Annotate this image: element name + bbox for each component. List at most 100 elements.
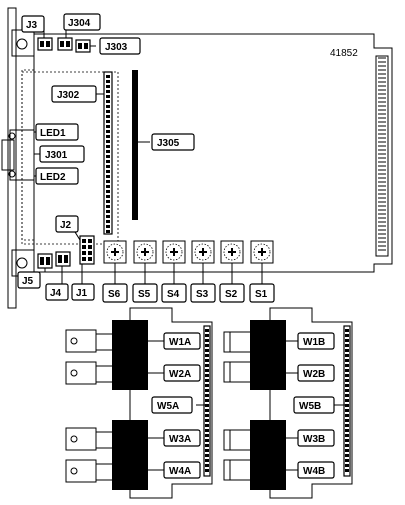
label-led2: LED2 [40,172,66,183]
label-j2: J2 [60,220,72,231]
module-pin [205,374,209,377]
j2-pin [88,257,92,261]
module-pin [205,459,209,462]
j302-pin [106,220,110,223]
switch-dial [194,243,212,261]
callout-j3 [21,15,45,33]
j302-pin [106,110,110,113]
label-w5b: W5B [299,401,321,412]
module-pin [205,434,209,437]
label-w2a: W2A [169,369,191,380]
module-pin [205,429,209,432]
module-pin [345,394,349,397]
module-pin [345,449,349,452]
j302-pin [106,215,110,218]
module-pin [205,424,209,427]
dashed-front-region [21,69,34,241]
module-pin [205,334,209,337]
module-pin [345,379,349,382]
module-pin [345,464,349,467]
j302-pin [106,225,110,228]
j302-pin [106,145,110,148]
label-j1: J1 [76,288,88,299]
transformer-b-lower [250,420,286,490]
j2-pin [88,251,92,255]
mount-hole-top [16,38,28,50]
label-j301: J301 [45,150,68,161]
j302-pin [106,85,110,88]
switch-dial [136,243,154,261]
j302-pin [106,155,110,158]
label-w1b: W1B [303,337,325,348]
j302-pins [106,75,110,233]
j302-pin [106,115,110,118]
label-s1: S1 [255,289,268,300]
module-pin [205,439,209,442]
led1-lamp [8,132,16,140]
module-a-outline [129,307,213,499]
callout-j2 [55,215,79,233]
module-pin [205,344,209,347]
module-pin [205,414,209,417]
board-outline [33,33,393,273]
top-callouts: J3 J304 J303 J302 LED1 J301 LED2 J305 J2… [17,13,195,301]
module-pin [345,439,349,442]
module-pin [345,354,349,357]
callout-j4 [45,283,69,301]
module-pin [205,394,209,397]
switch-dial [253,243,271,261]
callout-j304 [63,13,101,31]
label-w4b: W4B [303,466,325,477]
label-j302: J302 [57,90,80,101]
callout-led2 [35,167,79,185]
label-s2: S2 [225,289,238,300]
dashed-region-box [21,71,119,245]
module-pin [345,334,349,337]
module-pin [205,469,209,472]
label-s6: S6 [108,289,121,300]
switch-arrow [170,248,178,256]
module-pin [205,329,209,332]
module-pin [205,379,209,382]
label-led1: LED1 [40,128,66,139]
label-w2b: W2B [303,369,325,380]
module-pin [345,399,349,402]
module-pin [345,389,349,392]
module-pin [345,349,349,352]
j302-pin [106,105,110,108]
module-pin [345,419,349,422]
label-s5: S5 [138,289,151,300]
label-w5a: W5A [157,401,179,412]
module-pin [345,369,349,372]
module-pin [345,374,349,377]
j302-pin [106,135,110,138]
j301-connector [1,139,15,171]
callout-j1 [71,283,95,301]
j2-pins [82,239,92,261]
j302-pin [106,190,110,193]
module-pin [205,464,209,467]
j2-pin [88,245,92,249]
module-pin [345,424,349,427]
module-pin [205,389,209,392]
switch-dial [223,243,241,261]
module-pin [345,434,349,437]
module-pin [345,459,349,462]
module-pin [345,414,349,417]
jack-b4 [223,459,255,481]
label-j304: J304 [68,18,91,29]
edge-connector [375,55,389,257]
j2-pin [82,239,86,243]
j301-housing [9,129,35,181]
label-s4: S4 [167,289,180,300]
led2-lamp [8,170,16,178]
j302-pin [106,175,110,178]
callout-j5 [17,271,41,289]
module-pin [205,454,209,457]
transformer-a-lower [112,420,148,490]
jack-b1 [223,331,255,353]
leader-lines [34,30,150,284]
rotary-switches [103,240,274,284]
